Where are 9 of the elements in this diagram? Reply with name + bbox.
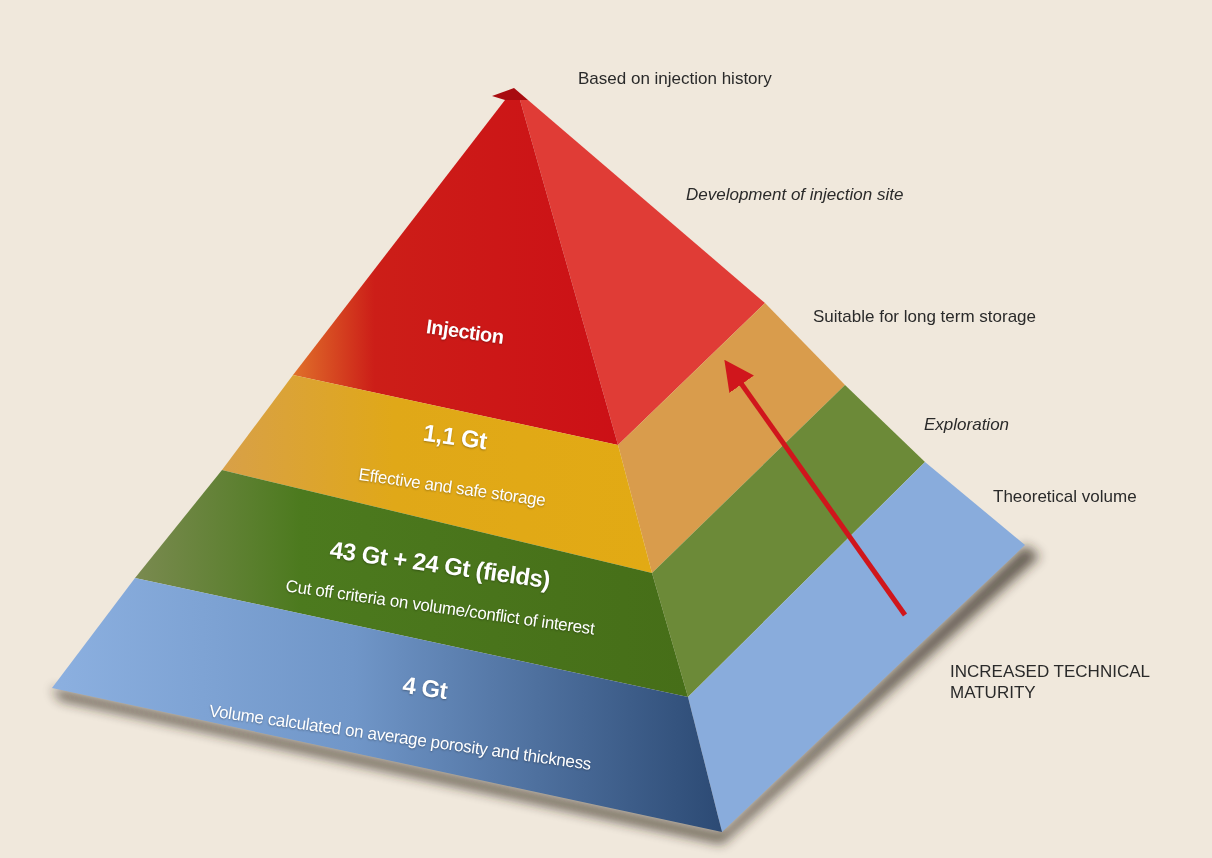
side-label: Exploration xyxy=(924,414,1011,436)
side-label: Based on injection history xyxy=(578,68,773,90)
side-label: Suitable for long term storage xyxy=(813,306,1037,328)
side-label: INCREASED TECHNICAL MATURITY xyxy=(950,661,1151,704)
band-heading: 1,1 Gt xyxy=(421,418,489,456)
side-label: Development of injection site xyxy=(686,184,905,206)
band-description: Effective and safe storage xyxy=(357,465,547,511)
side-label: Theoretical volume xyxy=(993,486,1138,508)
band-heading: Injection xyxy=(424,315,506,349)
